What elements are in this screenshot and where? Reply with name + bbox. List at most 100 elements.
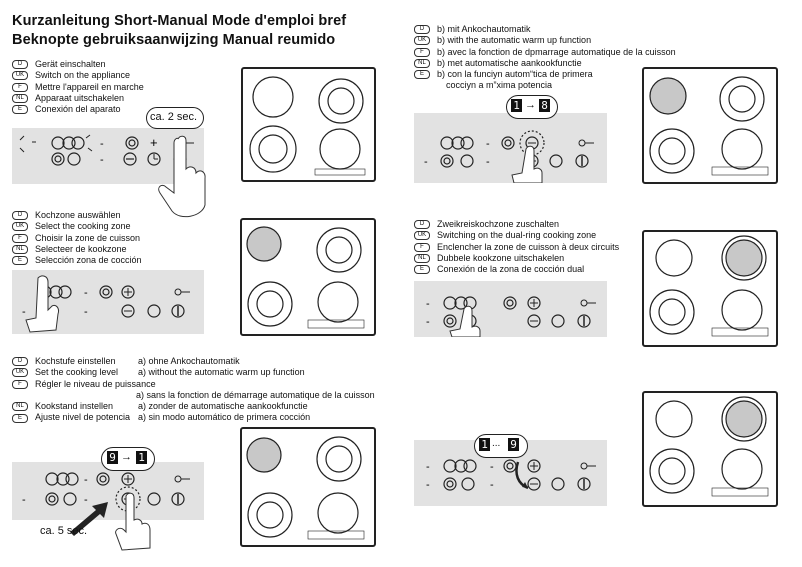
flag-nl: NL: [414, 59, 430, 69]
hand-pointer-icon: [158, 135, 206, 218]
hob-diagram-5: [642, 230, 778, 347]
hob-diagram-4-svg: [649, 76, 769, 176]
flag-uk: UK: [414, 36, 430, 46]
hob-diagram-6: [642, 391, 778, 507]
option-text: a) ohne Ankochautomatik: [138, 356, 240, 366]
control-panel-4-svg: - - -: [424, 130, 594, 184]
hob-diagram-2-svg: [246, 226, 365, 329]
svg-text:-: -: [22, 306, 26, 318]
svg-text:+: +: [150, 135, 158, 150]
option-text: a) sin modo automático de primera cocció…: [138, 412, 311, 423]
svg-text:-: -: [22, 494, 26, 506]
flag-nl: NL: [12, 402, 28, 412]
text-line: Kochzone auswählen: [35, 210, 121, 220]
hob-diagram-4: [642, 67, 778, 184]
control-panel-3: - - -: [12, 462, 204, 520]
text-line: Selecteer de kookzone: [35, 243, 127, 254]
text-line: Gerät einschalten: [35, 59, 106, 69]
text-line: Kochstufe einstellen: [35, 356, 116, 366]
section3-text: D Kochstufe einstellen a) ohne Ankochautom…: [12, 356, 375, 424]
hob-diagram-3-svg: [246, 436, 365, 540]
arrow-icon: →: [525, 99, 536, 111]
text-line: b) with the automatic warm up function: [437, 35, 592, 46]
text-line: Conexión de la zona de cocción dual: [437, 264, 585, 275]
section5-text: D Zweikreiskochzone zuschalten UK Switchin…: [414, 219, 619, 275]
svg-text:-: -: [486, 138, 490, 150]
hob-diagram-6-svg: [649, 396, 769, 497]
flag-nl: NL: [12, 245, 28, 255]
hand-pointer-icon: [115, 492, 151, 551]
control-panel-2: - - -: [12, 270, 204, 334]
callout-bubble: [146, 107, 204, 129]
svg-text:-: -: [486, 156, 490, 168]
flag-f: F: [12, 233, 28, 243]
svg-text:-: -: [84, 306, 88, 318]
text-line: Switching on the dual-ring cooking zone: [437, 230, 597, 241]
svg-text:-: -: [490, 461, 494, 473]
text-line: Enclencher la zone de cuisson à deux cir…: [437, 241, 620, 252]
text-line: Apparaat uitschakelen: [35, 92, 125, 103]
text-line: Mettre l'appareil en marche: [35, 81, 144, 92]
flag-uk: UK: [12, 222, 28, 232]
minus-symbol: -: [100, 154, 104, 166]
hob-diagram-1-svg: [249, 76, 366, 176]
minus-symbol: -: [100, 138, 104, 150]
control-panel-2-svg: - - -: [22, 275, 190, 333]
display-digit-to: 8: [539, 99, 550, 112]
flag-d: D: [12, 357, 28, 367]
text-line: b) met automatische aankookfunctie: [437, 57, 582, 68]
svg-text:-: -: [84, 494, 88, 506]
svg-text:-: -: [84, 474, 88, 486]
flag-f: F: [12, 379, 28, 389]
flag-e: E: [12, 105, 28, 115]
flag-e: E: [12, 256, 28, 266]
text-line: Kookstand instellen: [35, 401, 114, 412]
arrow-icon: →: [121, 451, 132, 463]
display-digit-from: 1: [479, 438, 490, 451]
svg-text:-: -: [424, 156, 428, 168]
text-line: b) avec la fonction de dpmarrage automat…: [437, 46, 676, 57]
control-panel-6-svg: - - - -: [426, 459, 596, 491]
hob-diagram-1: [241, 67, 376, 182]
svg-text:-: -: [84, 287, 88, 299]
flag-e: E: [12, 413, 28, 423]
arrow-pointer-icon: [70, 502, 108, 536]
text-line: Selección zona de cocción: [35, 255, 142, 266]
svg-text:-: -: [426, 479, 430, 491]
text-line: b) con la funciyn autom“tica de primera: [437, 69, 593, 80]
control-panel-5-svg: - -: [426, 296, 596, 338]
control-panel-4: - - -: [414, 113, 607, 184]
display-digit-from: 9: [107, 451, 118, 464]
callout-2sec: ca. 2 sec.: [150, 111, 198, 123]
text-line: Dubbele kookzone uitschakelen: [437, 252, 565, 263]
flag-uk: UK: [12, 71, 28, 81]
text-line: Switch on the appliance: [35, 70, 131, 81]
option-text: a) zonder de automatische aankookfunctie: [138, 401, 308, 412]
svg-text:-: -: [426, 461, 430, 473]
flag-d: D: [12, 60, 28, 70]
text-line: Zweikreiskochzone zuschalten: [437, 219, 560, 229]
text-line: Conexión del aparato: [35, 104, 121, 115]
option-text: a) sans la fonction de démarrage automat…: [136, 389, 375, 400]
callout-5sec: ca. 5 sec.: [40, 525, 88, 537]
text-line: Ajuste nivel de potencia: [35, 412, 131, 423]
svg-text:-: -: [490, 479, 494, 491]
flag-f: F: [414, 242, 430, 252]
hob-diagram-2: [240, 218, 376, 336]
svg-text:-: -: [426, 316, 430, 328]
flag-d: D: [414, 220, 430, 230]
flag-f: F: [414, 47, 430, 57]
flag-d: D: [414, 25, 430, 35]
text-line: Choisir la zone de cuisson: [35, 232, 141, 243]
title-line-1: Kurzanleitung Short-Manual Mode d'emploi…: [12, 13, 347, 29]
flag-e: E: [414, 265, 430, 275]
text-line: b) mit Ankochautomatik: [437, 24, 531, 34]
flag-uk: UK: [12, 368, 28, 378]
display-digit-to: 9: [508, 438, 519, 451]
section1-text: D Gerät einschalten UK Switch on the appli…: [12, 59, 144, 115]
flag-nl: NL: [12, 94, 28, 104]
svg-text:-: -: [426, 298, 430, 310]
flag-uk: UK: [414, 231, 430, 241]
